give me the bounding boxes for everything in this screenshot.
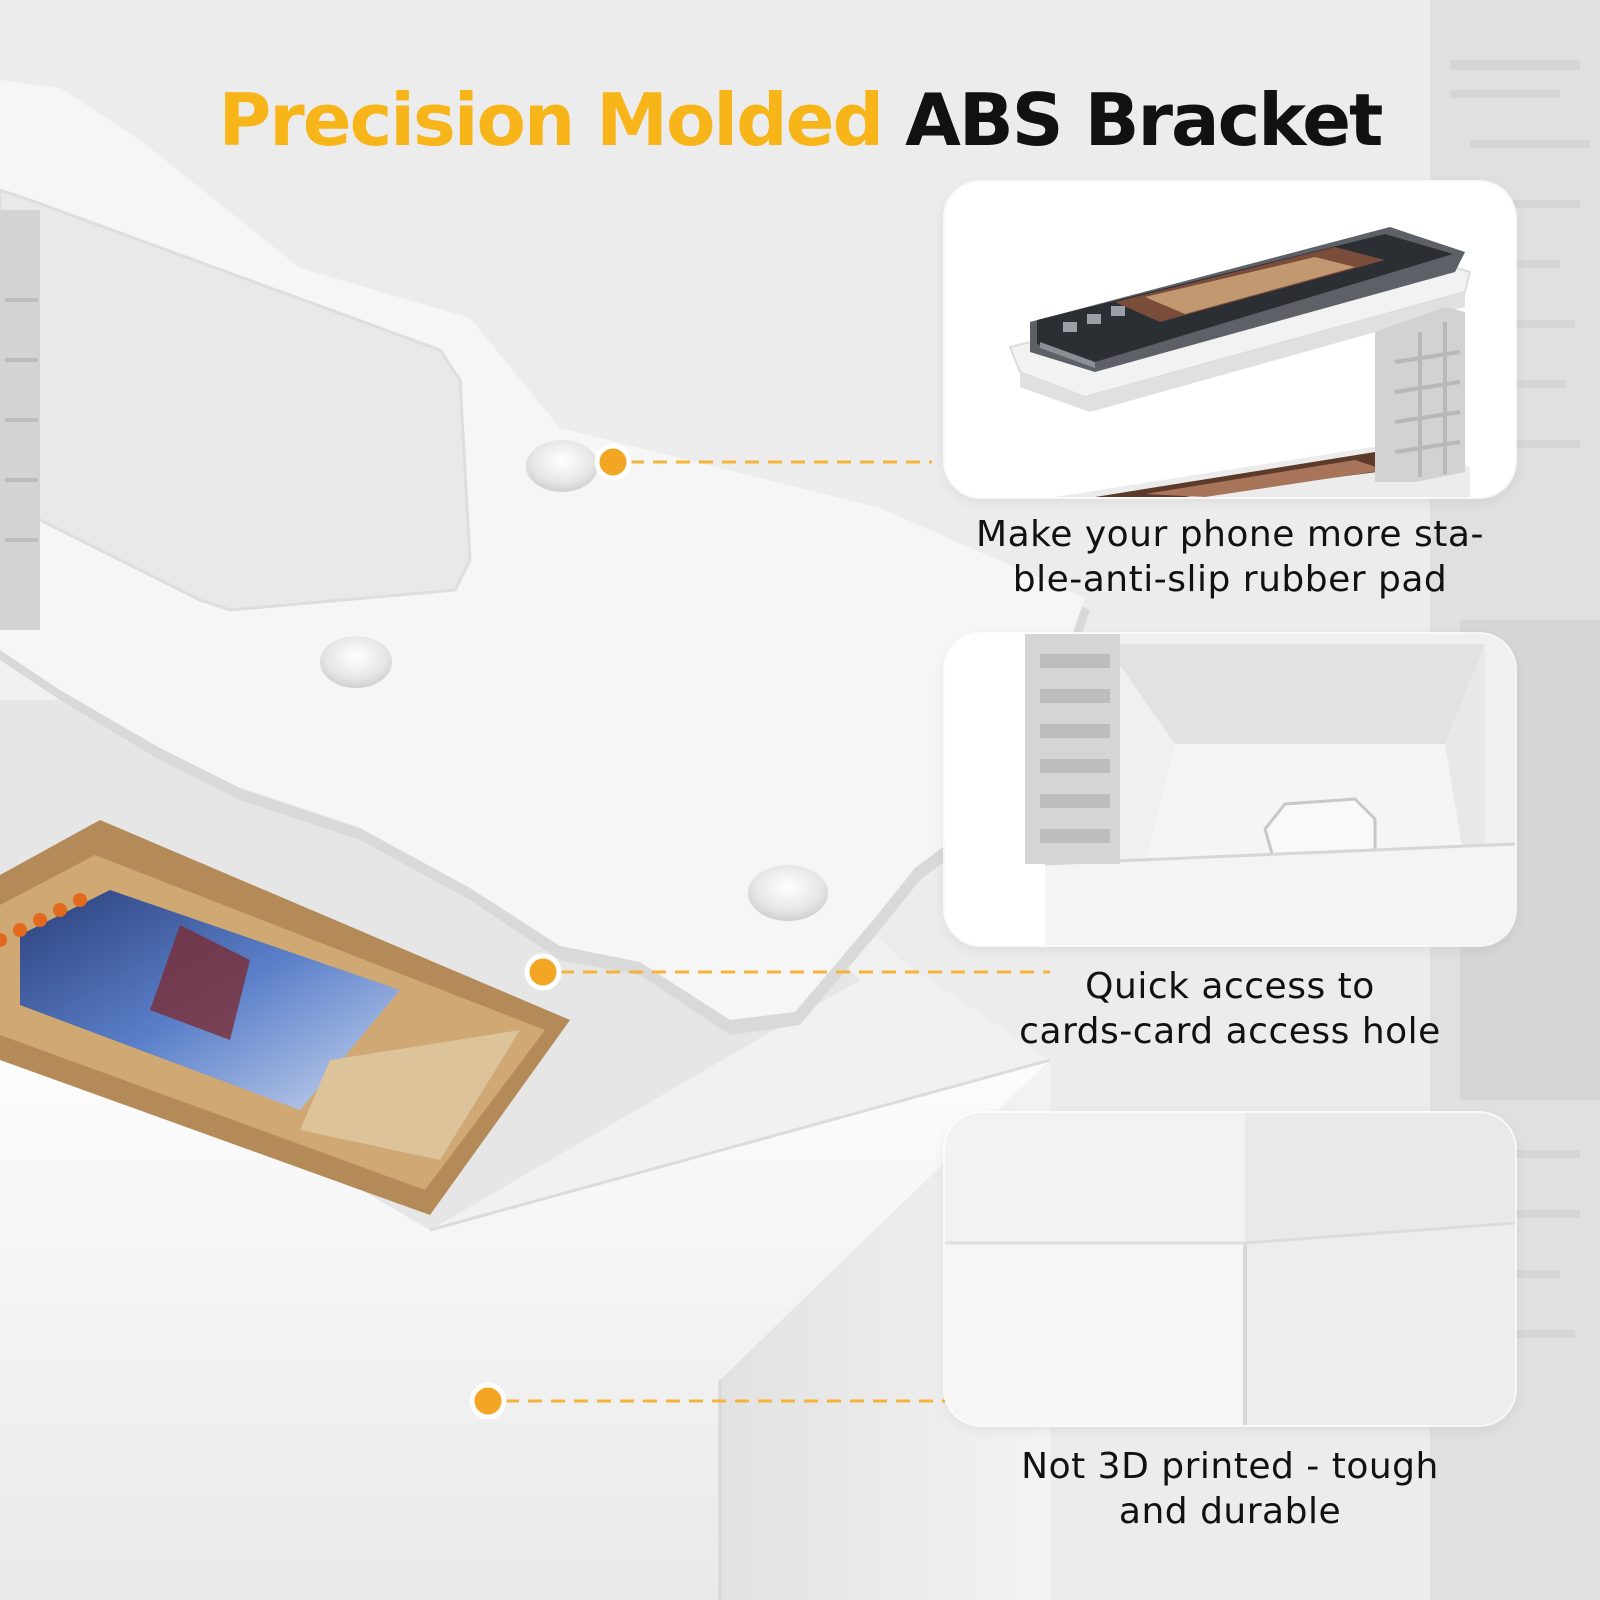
callout-dots [469, 443, 632, 1420]
feature-caption-anti-slip: Make your phone more sta- ble-anti-slip … [945, 512, 1515, 602]
headline-dark: ABS Bracket [905, 78, 1383, 162]
bracket-plate [0, 80, 1090, 1035]
rubber-pad [526, 440, 598, 492]
headline-accent: Precision Molded [218, 78, 884, 162]
feature-image-box-corner [945, 1113, 1515, 1425]
trading-card [0, 820, 570, 1215]
headline: Precision Molded ABS Bracket [0, 78, 1600, 162]
rubber-pad [748, 865, 828, 921]
feature-caption-durable: Not 3D printed - tough and durable [945, 1444, 1515, 1534]
caption-line: and durable [1118, 1491, 1342, 1532]
callout-dot [524, 953, 562, 991]
feature-image-card-access [945, 634, 1515, 945]
feature-caption-card-access: Quick access to cards-card access hole [945, 964, 1515, 1054]
callout-lines [505, 460, 1050, 1403]
feature-image-phone-stand [945, 182, 1515, 497]
rubber-pad [320, 636, 392, 688]
callout-dot [594, 443, 632, 481]
caption-line: ble-anti-slip rubber pad [1012, 559, 1448, 600]
caption-line: cards-card access hole [1019, 1011, 1441, 1052]
caption-line: Quick access to [1085, 966, 1375, 1007]
callout-dot [469, 1382, 507, 1420]
rubber-pads [320, 440, 828, 921]
caption-line: Not 3D printed - tough [1021, 1446, 1439, 1487]
caption-line: Make your phone more sta- [976, 514, 1484, 555]
